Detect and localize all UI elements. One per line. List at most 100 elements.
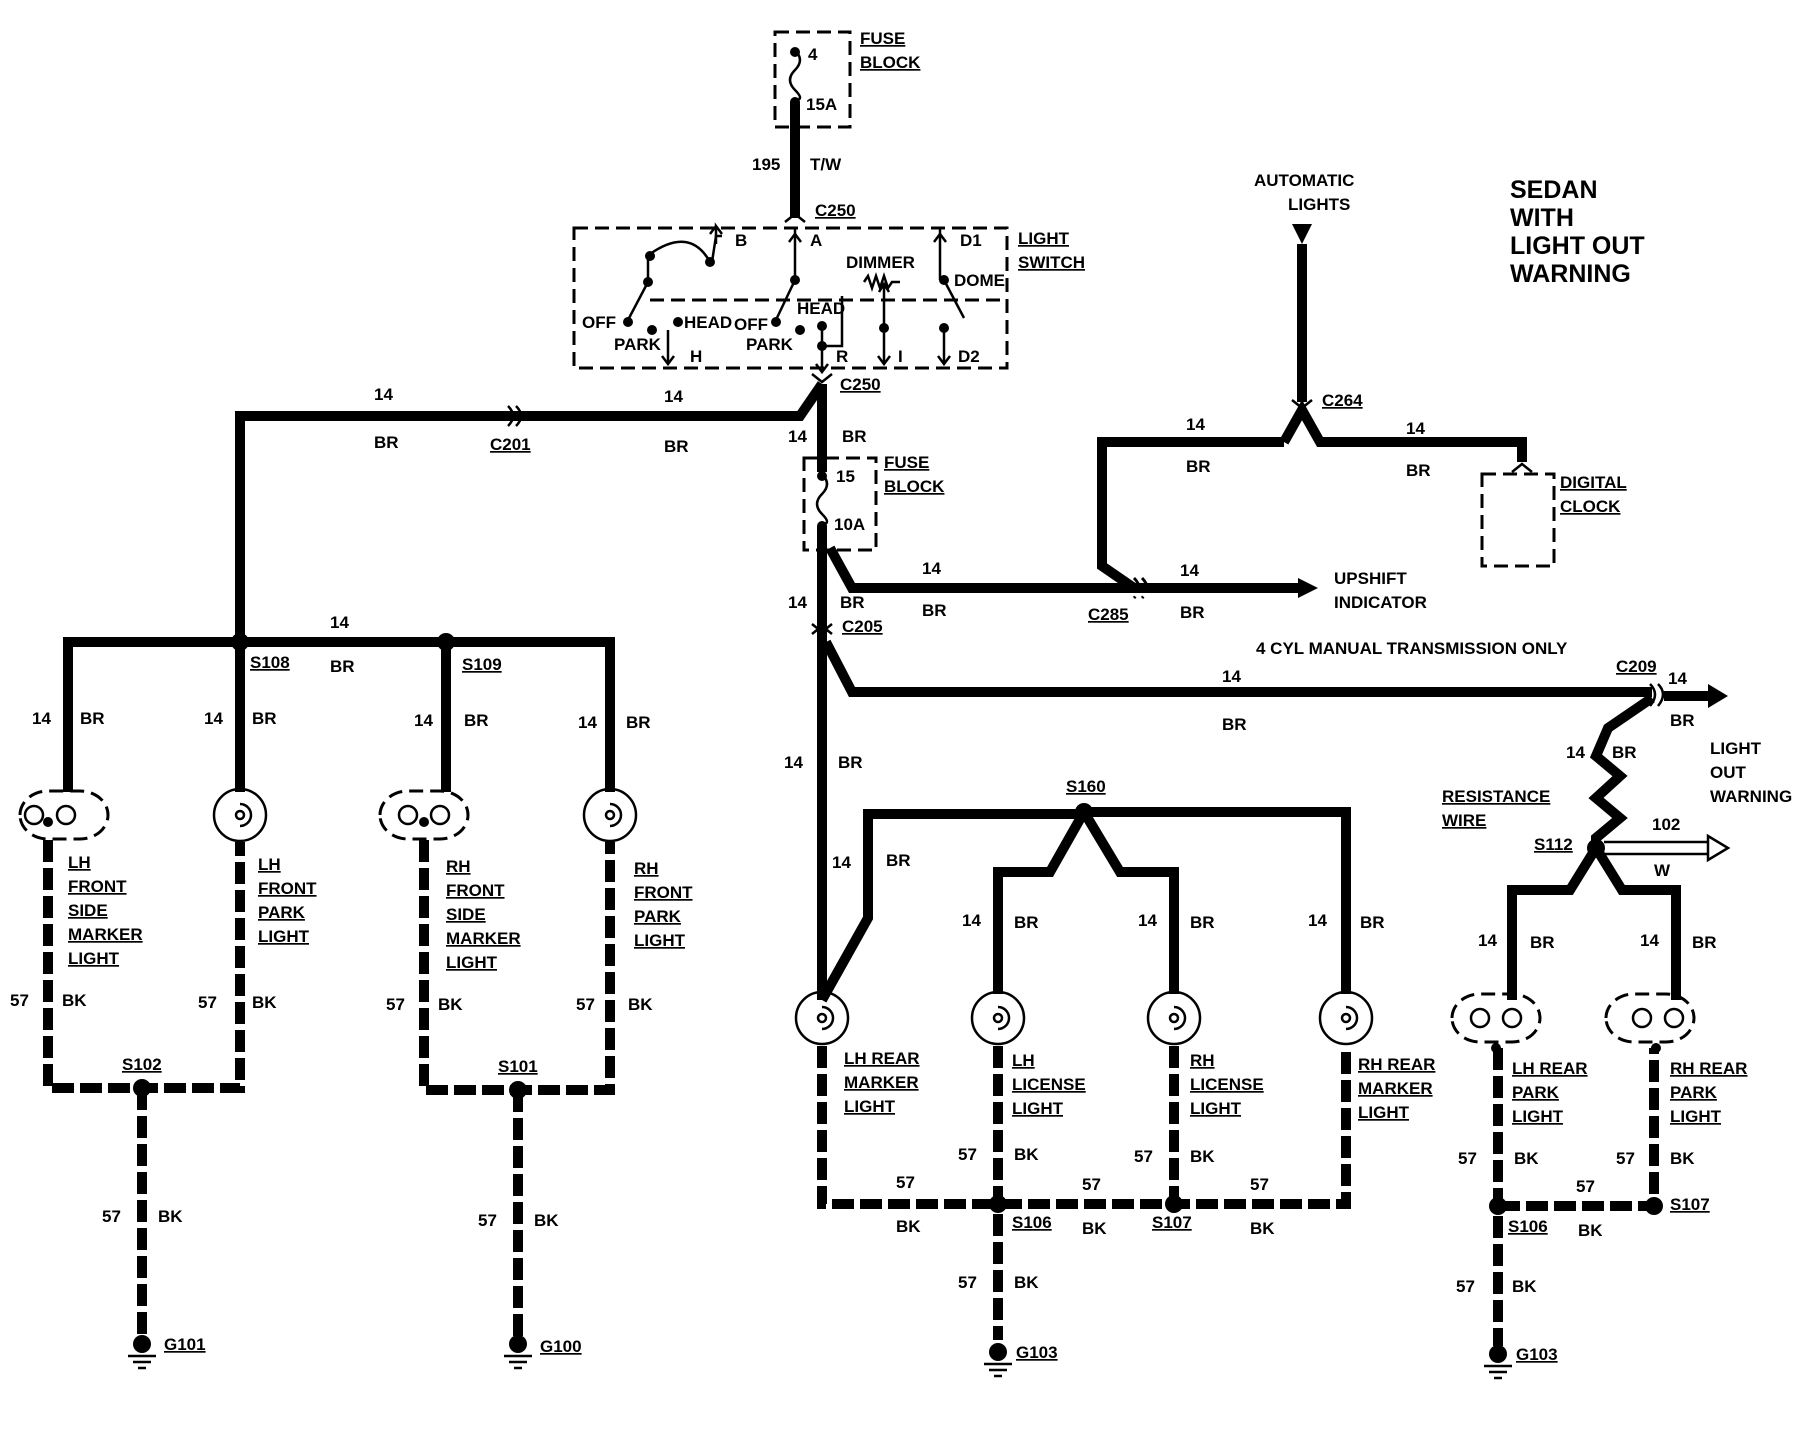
wire-color: BR (1180, 603, 1205, 622)
wire-circuit: 57 (478, 1211, 497, 1230)
wire-circuit: 14 (788, 427, 807, 446)
ground-g103-center: G103 (984, 1343, 1058, 1378)
terminal-h: H (690, 347, 702, 366)
lamp-label-1: RH (634, 859, 659, 878)
wire-color: BK (62, 991, 87, 1010)
lamp-label-2: MARKER (844, 1073, 919, 1092)
lamp-label-1: LH (1012, 1051, 1035, 1070)
switch-dimmer: DIMMER (846, 253, 915, 272)
wire-upshift-indicator: 14 BR 14 BR (825, 545, 1318, 622)
digital-clock-label-2: CLOCK (1560, 497, 1621, 516)
lamp-label-4: LIGHT (258, 927, 310, 946)
switch-pos-park-2: PARK (746, 335, 794, 354)
lamp-rh-front-park: RH FRONT PARK LIGHT (582, 787, 693, 950)
wire-circuit: 57 (576, 995, 595, 1014)
splice-s107-label: S107 (1152, 1213, 1192, 1232)
digital-clock: DIGITAL CLOCK (1480, 462, 1627, 568)
splice-s160-label: S160 (1066, 777, 1106, 796)
wire-circuit: 14 (1138, 911, 1157, 930)
lamp-rh-rear-marker: RH REAR MARKER LIGHT (1318, 990, 1435, 1122)
lamp-label-3: LIGHT (844, 1097, 896, 1116)
connector-c201-mark (507, 405, 523, 427)
front-harness: S108 S109 14 BR 14 BR 14 BR 14 BR 14 BR (32, 613, 651, 792)
fuse-block-top: 4 15A FUSE BLOCK (773, 29, 921, 129)
wire-circuit: 57 (1576, 1177, 1595, 1196)
title-line-1: SEDAN (1510, 176, 1598, 204)
light-out-warning-label-1: LIGHT (1710, 739, 1762, 758)
wire-color: BK (628, 995, 653, 1014)
resistance-wire: 14 BR RESISTANCE WIRE (1442, 693, 1655, 846)
fuse-block-label-1: FUSE (860, 29, 905, 48)
lamp-lh-license: LH LICENSE LIGHT (970, 990, 1086, 1118)
splice-s160 (1075, 803, 1093, 821)
fuse-block-label-1: FUSE (884, 453, 929, 472)
fuse-block-label-2: BLOCK (860, 53, 921, 72)
wire-color: BK (1082, 1219, 1107, 1238)
wire-switch-to-fuse15: 14 BR (788, 384, 867, 472)
wire-color: BR (374, 433, 399, 452)
wire-color: W (1654, 861, 1671, 880)
terminal-d2: D2 (958, 347, 980, 366)
wire-circuit: 14 (832, 853, 851, 872)
wire-circuit: 14 (204, 709, 223, 728)
light-out-warning-arrow (1708, 684, 1728, 708)
switch-pos-head-1: HEAD (684, 313, 732, 332)
switch-pos-off-2: OFF (734, 315, 768, 334)
splice-s106-label: S106 (1012, 1213, 1052, 1232)
lamp-label-2: FRONT (634, 883, 693, 902)
ground-g103-right: G103 (1484, 1345, 1558, 1380)
automatic-lights-label-1: AUTOMATIC (1254, 171, 1354, 190)
wire-circuit: 57 (1134, 1147, 1153, 1166)
wire-color: BR (1670, 711, 1695, 730)
automatic-lights-arrow (1292, 224, 1312, 244)
wire-circuit: 14 (1222, 667, 1241, 686)
wire-color: BR (886, 851, 911, 870)
wire-color: BK (252, 993, 277, 1012)
wire-circuit: 57 (386, 995, 405, 1014)
lamp-label-4: MARKER (446, 929, 521, 948)
fuse-number: 15 (836, 467, 855, 486)
wire-color: BR (922, 601, 947, 620)
wire-circuit: 14 (1406, 419, 1425, 438)
lamp-label-1: RH (446, 857, 471, 876)
lamp-label-3: LIGHT (1190, 1099, 1242, 1118)
ground-g100: G100 (504, 1335, 582, 1370)
rear-ground-harness: S106 S107 57 BK 57 BK 57 BK 57 BK 57 BK … (817, 1046, 1351, 1340)
lamp-label-4: LIGHT (634, 931, 686, 950)
wire-color: BR (1406, 461, 1431, 480)
connector-c264: C264 (1322, 391, 1363, 410)
lamp-label-1: LH REAR (1512, 1059, 1588, 1078)
splice-s108 (231, 633, 249, 651)
lamp-label-2: PARK (1512, 1083, 1560, 1102)
wire-circuit: 57 (896, 1173, 915, 1192)
wire-circuit: 57 (102, 1207, 121, 1226)
diagram-title: SEDAN WITH LIGHT OUT WARNING (1510, 176, 1645, 288)
connector-c209: C209 (1616, 657, 1657, 676)
wire-color: BR (1222, 715, 1247, 734)
terminal-i: I (898, 347, 903, 366)
wire-color: BR (1360, 913, 1385, 932)
splice-s107 (1165, 1195, 1183, 1213)
automatic-lights-label-2: LIGHTS (1288, 195, 1350, 214)
lamp-label-2: FRONT (258, 879, 317, 898)
wire-circuit: 57 (1456, 1277, 1475, 1296)
wire-color: BK (438, 995, 463, 1014)
wire-color: BR (1190, 913, 1215, 932)
wire-color: BR (838, 753, 863, 772)
connector-c285: C285 (1088, 605, 1129, 624)
wire-color: BK (1514, 1149, 1539, 1168)
terminal-r: R (836, 347, 848, 366)
terminal-d1: D1 (960, 231, 982, 250)
resistance-wire-label-1: RESISTANCE (1442, 787, 1550, 806)
lamp-label-5: LIGHT (446, 953, 498, 972)
light-out-warning-label-2: OUT (1710, 763, 1747, 782)
wire-color: BR (1612, 743, 1637, 762)
wire-circuit: 14 (578, 713, 597, 732)
lamp-label-3: LIGHT (1670, 1107, 1722, 1126)
lamp-label-2: FRONT (68, 877, 127, 896)
title-line-2: WITH (1510, 204, 1574, 232)
fuse-block-mid: 15 10A FUSE BLOCK (802, 453, 945, 552)
light-switch-label-2: SWITCH (1018, 253, 1085, 272)
fuse-rating: 10A (834, 515, 865, 534)
